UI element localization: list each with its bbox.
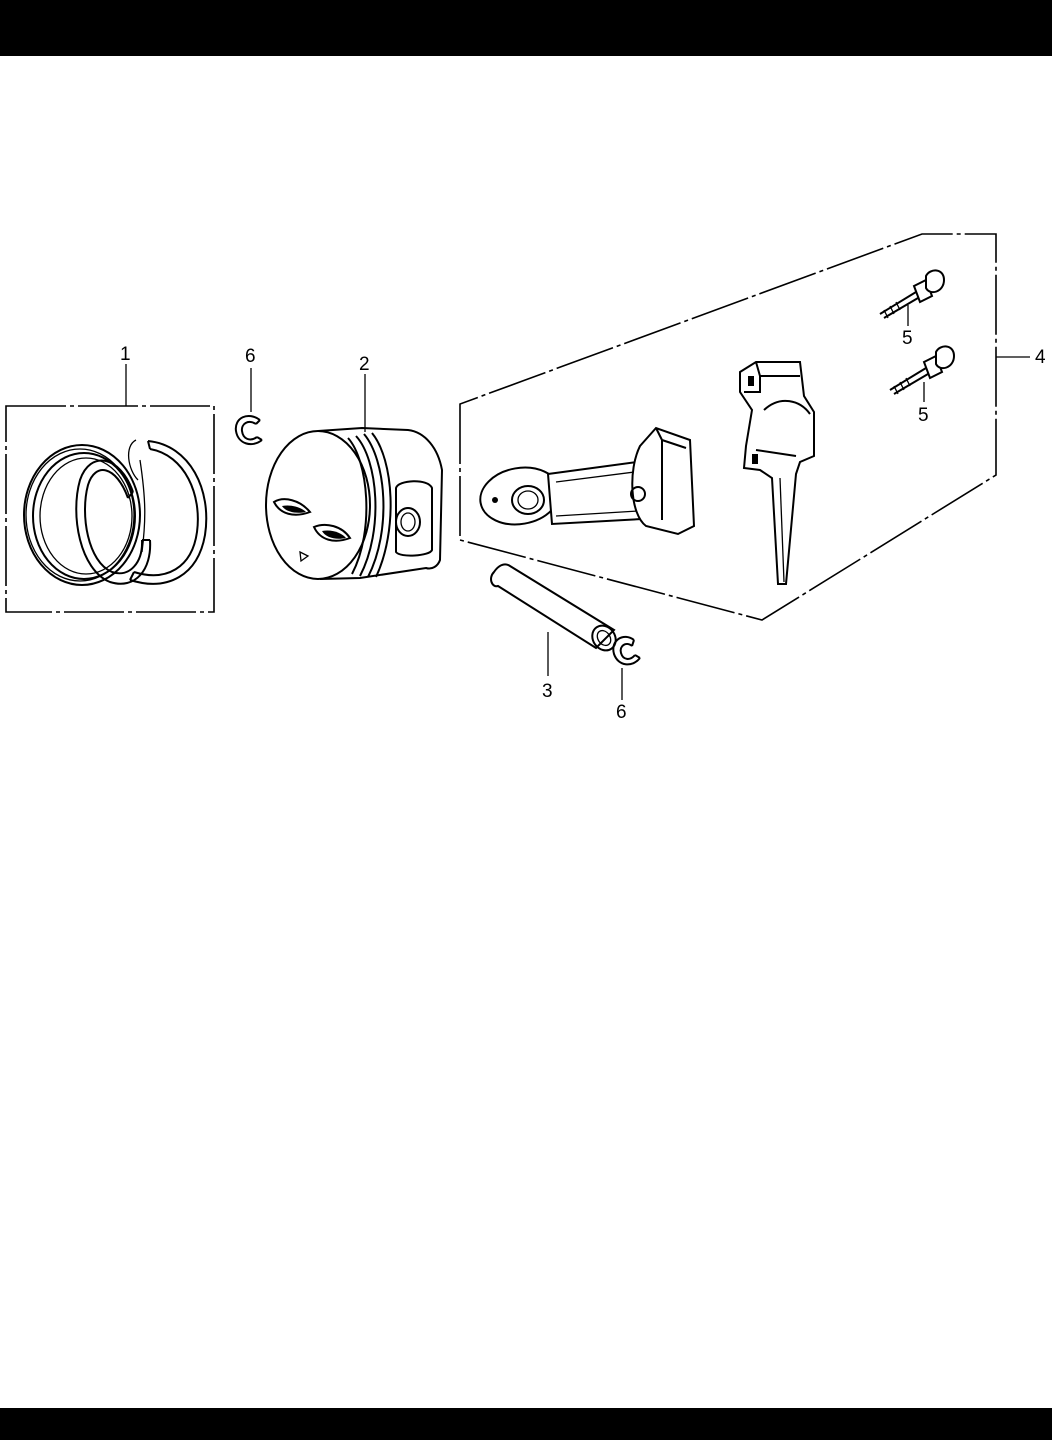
connecting-rod-set[interactable]: [460, 234, 1030, 620]
callout-3: 3: [542, 681, 553, 702]
callout-6-right: 6: [616, 702, 627, 723]
piston-pin[interactable]: [491, 564, 620, 676]
rod-bolt-upper: [880, 270, 944, 326]
piston-pin-clip-left[interactable]: [236, 368, 262, 444]
callout-5-upper: 5: [902, 328, 913, 349]
rod-bolt-lower: [890, 346, 954, 402]
piston-pin-clip-right[interactable]: [613, 637, 640, 700]
connecting-rod-cap: [740, 362, 814, 584]
callout-5-lower: 5: [918, 405, 929, 426]
piston-ring-left: [24, 445, 140, 585]
piston-crown: [266, 431, 370, 579]
callout-1: 1: [120, 344, 131, 365]
piston-ring-set[interactable]: [6, 364, 214, 612]
callout-4: 4: [1035, 347, 1046, 368]
piston[interactable]: [266, 374, 442, 579]
connecting-rod: [476, 428, 694, 534]
callout-2: 2: [359, 354, 370, 375]
bottom-black-bar: [0, 1408, 1052, 1440]
callout-6-left: 6: [245, 346, 256, 367]
